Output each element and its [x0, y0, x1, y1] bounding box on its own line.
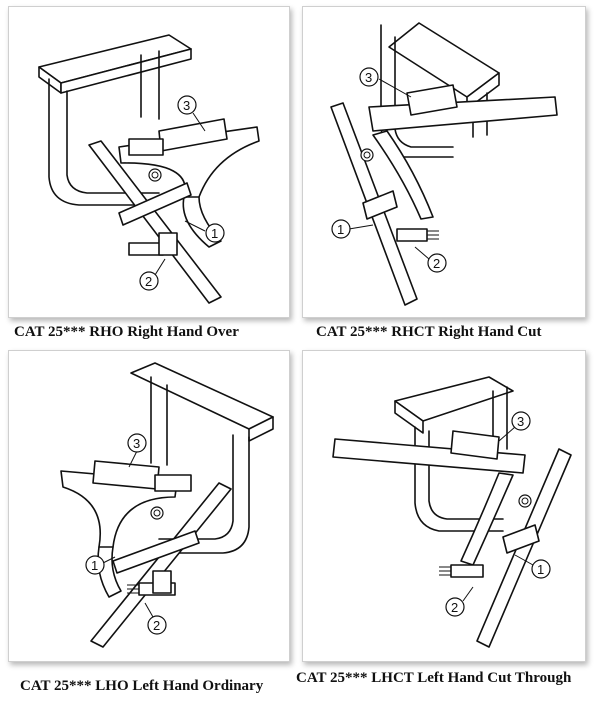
- svg-text:1: 1: [537, 562, 544, 577]
- svg-text:3: 3: [133, 436, 140, 451]
- lhct-bracket-drawing: 3 1 2: [332, 376, 572, 648]
- rho-bracket-drawing: 3 1 2: [38, 34, 260, 304]
- rhct-callout-3: 3: [359, 67, 379, 87]
- lho-callout-2: 2: [147, 615, 167, 635]
- svg-text:2: 2: [433, 256, 440, 271]
- lho-callout-1: 1: [85, 555, 105, 575]
- caption-rho: CAT 25*** RHO Right Hand Over: [14, 324, 239, 340]
- rhct-callout-2: 2: [427, 253, 447, 273]
- figure-rhct-panel: 3 1 2: [302, 6, 586, 318]
- rho-callout-3: 3: [177, 95, 197, 115]
- figure-lhct-panel: 3 1 2: [302, 350, 586, 662]
- lhct-callout-2: 2: [445, 597, 465, 617]
- svg-text:1: 1: [337, 222, 344, 237]
- rho-callout-2: 2: [139, 271, 159, 291]
- caption-rhct: CAT 25*** RHCT Right Hand Cut: [316, 324, 542, 340]
- figure-rho-panel: 3 1 2: [8, 6, 290, 318]
- lhct-callout-3: 3: [511, 411, 531, 431]
- svg-text:2: 2: [451, 600, 458, 615]
- figure-lho-panel: 3 1 2: [8, 350, 290, 662]
- rhct-callout-1: 1: [331, 219, 351, 239]
- lho-bracket-drawing: 3 1 2: [60, 362, 274, 648]
- caption-lho: CAT 25*** LHO Left Hand Ordinary: [20, 678, 264, 694]
- svg-text:1: 1: [91, 558, 98, 573]
- svg-text:2: 2: [145, 274, 152, 289]
- lho-callout-3: 3: [127, 433, 147, 453]
- svg-text:3: 3: [517, 414, 524, 429]
- lhct-callout-1: 1: [531, 559, 551, 579]
- svg-text:2: 2: [153, 618, 160, 633]
- svg-text:3: 3: [183, 98, 190, 113]
- svg-text:3: 3: [365, 70, 372, 85]
- rho-callout-1: 1: [205, 223, 225, 243]
- svg-text:1: 1: [211, 226, 218, 241]
- caption-lhct: CAT 25*** LHCT Left Hand Cut Through: [296, 670, 572, 686]
- rhct-bracket-drawing: 3 1 2: [330, 22, 558, 306]
